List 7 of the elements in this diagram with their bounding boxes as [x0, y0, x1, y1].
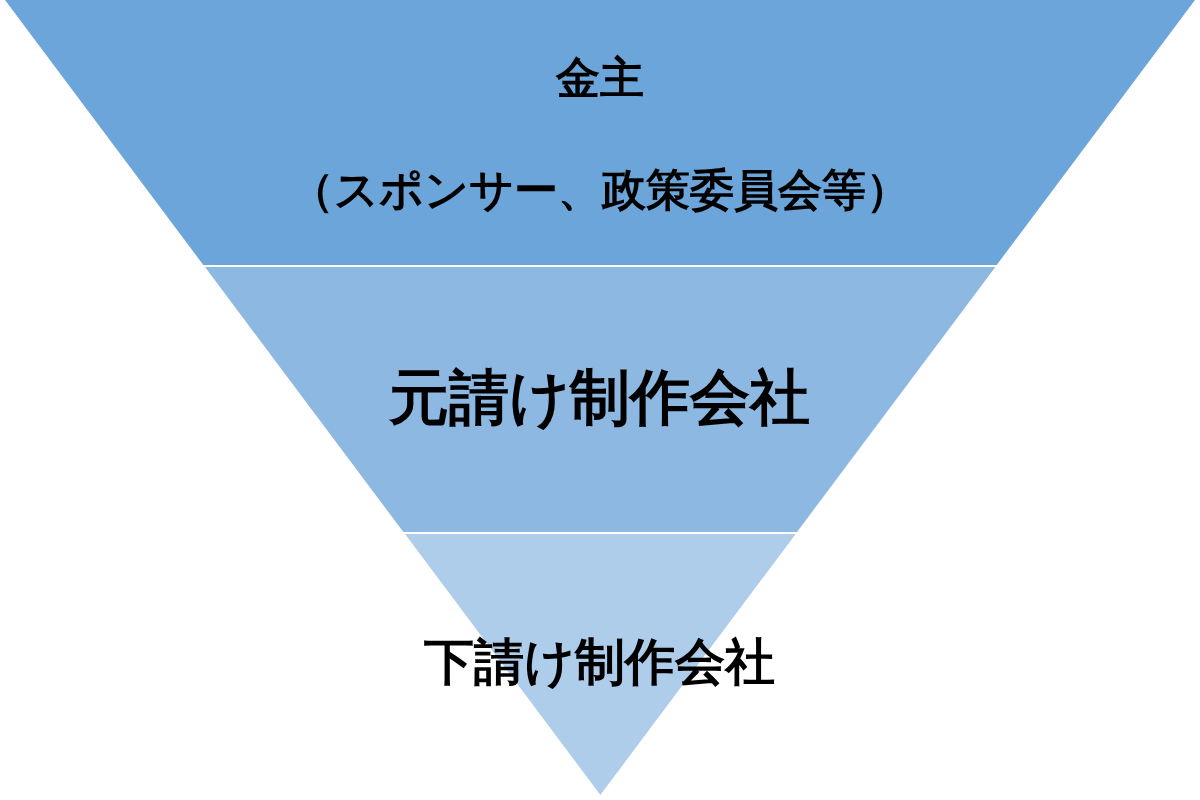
trapezoid-band [204, 267, 996, 532]
band-label: 元請け制作会社 [389, 361, 811, 433]
band-label: 下請け制作会社 [424, 632, 776, 692]
trapezoid-band [5, 0, 1195, 265]
band-label: （スポンサー、政策委員会等） [290, 163, 910, 217]
band-label: 金主 [556, 51, 644, 105]
triangle-tip [404, 534, 796, 795]
